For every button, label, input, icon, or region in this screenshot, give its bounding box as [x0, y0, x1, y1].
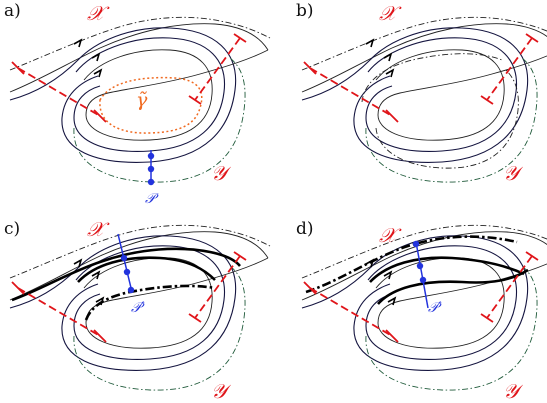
- set-x-label-b: 𝒳: [379, 1, 402, 25]
- panel-label-b: b): [296, 1, 314, 21]
- section-right: [194, 37, 241, 101]
- set-x-label-a: 𝒳: [87, 1, 110, 25]
- point-label-d: 𝒫′: [428, 300, 442, 316]
- point-label-a: 𝒫: [145, 191, 159, 207]
- gamma-curve: [99, 76, 203, 134]
- set-y-label-a: 𝒴: [211, 161, 232, 185]
- point-label-c: 𝒫′: [131, 300, 145, 316]
- panel-d: d) 𝒳 𝒴 𝒫′: [296, 219, 547, 403]
- panel-label-a: a): [4, 1, 21, 21]
- set-x-label-c: 𝒳: [87, 217, 110, 241]
- set-x-label-d: 𝒳: [379, 223, 402, 247]
- set-y-label-b: 𝒴: [503, 161, 524, 185]
- panel-b: b) 𝒳 𝒴: [296, 1, 547, 185]
- set-y-label-d: 𝒴: [503, 379, 524, 403]
- set-y-label-c: 𝒴: [211, 379, 232, 403]
- panel-label-c: c): [4, 219, 20, 239]
- gamma-label: γ̃: [136, 89, 148, 111]
- panel-a: a) 𝒳 𝒴 γ̃ 𝒫: [4, 1, 271, 207]
- section-left: [17, 67, 101, 117]
- panel-label-d: d): [296, 219, 314, 239]
- panel-c: c) 𝒳 𝒴 𝒫′: [4, 217, 271, 403]
